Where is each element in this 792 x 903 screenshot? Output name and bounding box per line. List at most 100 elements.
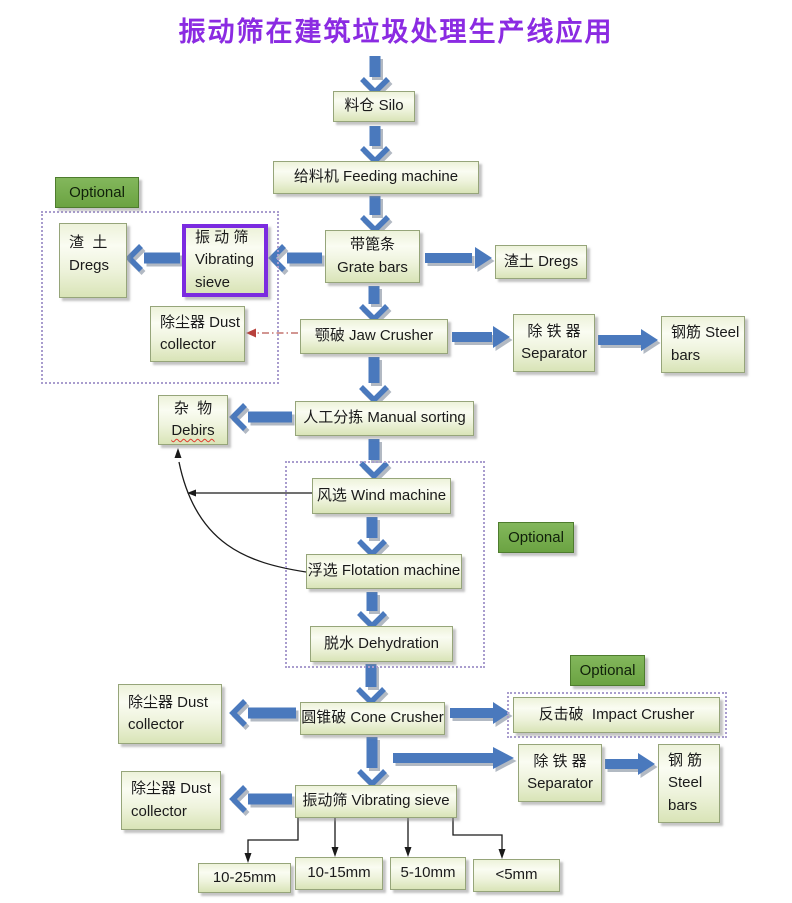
node-label: Dregs [69,256,110,274]
arrow-manual-to-debris [229,403,295,434]
line-vsieve2-to-size2 [331,818,339,857]
node-size-10-25mm: 10-25mm [198,863,291,893]
arrow-jaw-to-manual [359,357,392,407]
node-label: bars [671,346,701,364]
arrow-vsieve1-to-dregs [125,244,183,275]
node-label: collector [131,802,187,820]
node-wind-machine: 风选 Wind machine [312,478,451,514]
optional-region-impact [507,692,727,738]
node-label: <5mm [495,866,538,884]
node-label: Vibrating [195,251,254,269]
node-silo: 料仓 Silo [333,91,415,122]
node-feeding-machine: 给料机 Feeding machine [273,161,479,194]
node-label: 脱水 Dehydration [323,634,440,652]
node-label: 反击破 Impact Crusher [538,705,695,723]
node-label: 带篦条 [349,236,395,253]
node-separator-1: 除 铁 器 Separator [513,314,595,372]
arrow-cone-to-impact [450,702,513,727]
node-label: 钢 筋 [668,751,703,769]
optional-badge-2: Optional [498,522,574,553]
node-dehydration: 脱水 Dehydration [310,626,453,662]
optional-badge-1: Optional [55,177,139,208]
line-vsieve2-to-size1 [244,818,299,863]
node-label: Separator [527,775,593,792]
arrow-cone-to-sep2 [393,747,517,772]
node-size-under-5mm: <5mm [473,859,560,892]
arrow-jaw-to-dust1-dashed [246,328,298,338]
diagram-title: 振动筛在建筑垃圾处理生产线应用 [178,17,614,47]
arrow-dehydration-to-cone [356,664,389,709]
arrow-cone-to-dust2 [229,699,299,730]
node-label: 10-25mm [212,868,277,886]
node-label: 圆锥破 Cone Crusher [301,709,444,727]
optional-region-vsieve-dust [41,211,279,384]
node-label: Steel [668,774,703,792]
node-label: 除 铁 器 [527,322,581,340]
node-label: 振动筛 Vibrating sieve [302,792,450,810]
node-label: 除尘器 Dust [128,693,209,711]
node-vibrating-sieve-1: 振 动 筛 Vibrating sieve [182,224,268,297]
arrow-feeding-to-grate [360,196,393,237]
arrow-grate-to-dregs-right [425,247,495,272]
node-label: 除尘器 Dust [160,313,241,331]
node-label: collector [128,716,184,733]
node-dust-collector-1: 除尘器 Dust collector [150,306,245,362]
optional-badge-label: Optional [508,529,564,546]
arrow-grate-to-jaw [359,286,392,326]
node-dregs-left: 渣 土 Dregs [59,223,127,298]
node-steel-bars-1: 钢筋 Steel bars [661,316,745,373]
node-label: collector [160,336,216,353]
node-cone-crusher: 圆锥破 Cone Crusher [300,702,445,735]
arrow-grate-to-vsieve1 [268,244,325,275]
node-vibrating-sieve-2: 振动筛 Vibrating sieve [295,785,457,818]
arrow-vsieve2-to-dust3 [229,785,295,816]
node-label: 5-10mm [400,864,456,882]
arrow-sep1-to-steel1 [598,329,661,354]
line-vsieve2-to-size4 [452,818,506,859]
node-steel-bars-2: 钢 筋 Steel bars [658,744,720,823]
node-label: 振 动 筛 [195,228,249,246]
arrow-down-to-silo [360,56,393,99]
node-label: 10-15mm [307,864,371,882]
optional-badge-label: Optional [69,184,125,201]
node-dregs-right: 渣土 Dregs [495,245,587,279]
node-grate-bars: 带篦条 Grate bars [325,230,420,283]
node-label: 钢筋 Steel [671,324,740,341]
node-dust-collector-2: 除尘器 Dust collector [118,684,222,744]
node-size-10-15mm: 10-15mm [295,857,383,890]
node-label: 渣 土 [69,234,108,251]
arrow-silo-to-feeding [360,126,393,168]
node-size-5-10mm: 5-10mm [390,857,466,890]
node-label: 料仓 Silo [344,97,404,115]
node-label: 颚破 Jaw Crusher [314,327,434,345]
node-label: 给料机 Feeding machine [293,168,459,186]
node-label: 风选 Wind machine [316,486,447,504]
optional-badge-3: Optional [570,655,645,686]
node-flotation-machine: 浮选 Flotation machine [306,554,462,589]
node-label: bars [668,796,698,814]
node-label: Separator [521,345,587,362]
node-label: 渣土 Dregs [503,252,579,270]
node-label: 除尘器 Dust [131,780,212,797]
optional-badge-label: Optional [579,662,636,679]
node-debris: 杂 物 Debirs [158,395,228,445]
node-label: Grate bars [337,258,408,276]
node-label: 人工分拣 Manual sorting [303,409,466,427]
node-label: Debirs [171,422,215,439]
node-jaw-crusher: 颚破 Jaw Crusher [300,319,448,354]
line-vsieve2-to-size3 [404,818,412,857]
node-label: 浮选 Flotation machine [307,562,461,580]
arrow-sep2-to-steel2 [605,753,658,778]
node-label: 杂 物 [173,399,213,417]
node-impact-crusher: 反击破 Impact Crusher [513,697,720,733]
arrow-cone-to-vsieve2 [357,737,390,791]
line-wind-to-debris [187,489,312,497]
arrow-jaw-to-sep1 [452,326,513,351]
node-label: sieve [195,273,231,291]
node-separator-2: 除 铁 器 Separator [518,744,602,802]
node-dust-collector-3: 除尘器 Dust collector [121,771,221,830]
node-manual-sorting: 人工分拣 Manual sorting [295,401,474,436]
node-label: 除 铁 器 [533,752,587,770]
